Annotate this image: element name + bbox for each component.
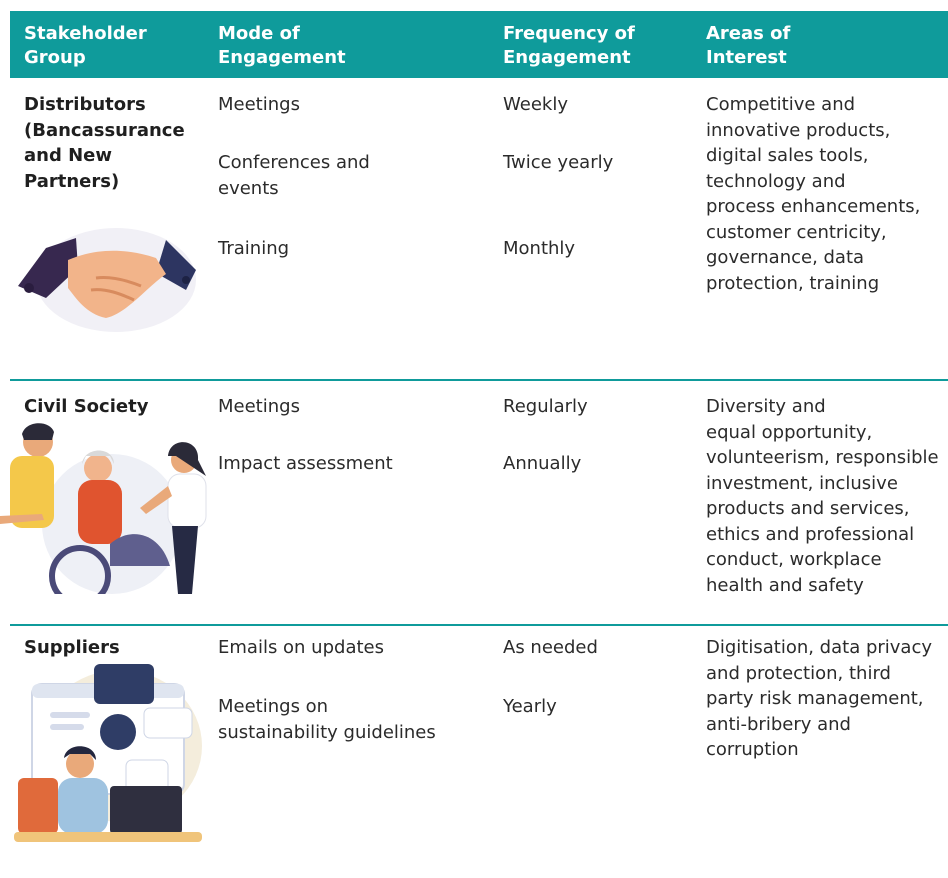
stakeholder-group-label: Civil Society: [24, 396, 149, 417]
table-header: Stakeholder Group Mode of Engagement Fre…: [10, 11, 948, 78]
areas-of-interest-text: Diversity and equal opportunity, volunte…: [706, 396, 939, 596]
header-areas-of-interest: Areas of Interest: [706, 23, 791, 68]
frequency-text: Twice yearly: [503, 152, 614, 173]
row-divider: [10, 379, 948, 381]
areas-of-interest-text: Competitive and innovative products, dig…: [706, 94, 921, 294]
mode-text: Meetings on sustainability guidelines: [218, 696, 436, 743]
mode-text: Emails on updates: [218, 637, 384, 658]
stakeholder-group-label: Distributors (Bancassurance and New Part…: [24, 94, 185, 192]
frequency-text: Regularly: [503, 396, 588, 417]
header-stakeholder-group: Stakeholder Group: [24, 23, 147, 68]
areas-of-interest-text: Digitisation, data privacy and protectio…: [706, 637, 933, 760]
frequency-text: As needed: [503, 637, 598, 658]
mode-text: Meetings: [218, 396, 300, 417]
frequency-text: Weekly: [503, 94, 568, 115]
mode-text: Training: [218, 238, 290, 259]
handshake-illustration: [18, 228, 196, 332]
row-divider: [10, 624, 948, 626]
header-frequency-of-engagement: Frequency of Engagement: [503, 23, 635, 68]
laptop-worker-illustration: [14, 664, 202, 842]
mode-text: Impact assessment: [218, 453, 393, 474]
frequency-text: Yearly: [503, 696, 557, 717]
stakeholder-group-label: Suppliers: [24, 637, 120, 658]
frequency-text: Monthly: [503, 238, 576, 259]
frequency-text: Annually: [503, 453, 582, 474]
mode-text: Meetings: [218, 94, 300, 115]
mode-text: Conferences and events: [218, 152, 370, 199]
header-mode-of-engagement: Mode of Engagement: [218, 23, 346, 68]
caregivers-wheelchair-illustration: [0, 423, 207, 594]
